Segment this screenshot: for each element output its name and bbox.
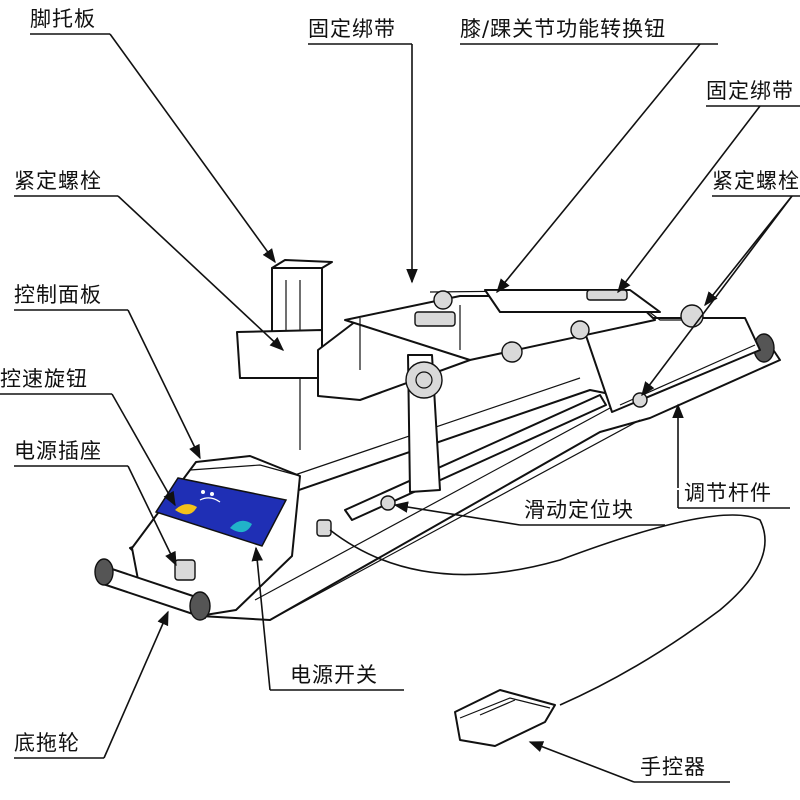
- hand-controller-graphic: [454, 689, 556, 747]
- label-knee-ankle-switch: 膝/踝关节功能转换钮: [460, 17, 667, 41]
- label-locking-bolt-left: 紧定螺栓: [14, 169, 102, 193]
- label-adjust-rod: 调节杆件: [684, 481, 772, 505]
- label-hand-controller: 手控器: [640, 755, 706, 779]
- leader-lines: [0, 33, 800, 783]
- label-speed-knob: 控速旋钮: [0, 367, 88, 391]
- label-slide-block: 滑动定位块: [524, 498, 634, 522]
- power-socket-graphic: [174, 559, 196, 581]
- label-power-socket: 电源插座: [14, 439, 102, 463]
- control-panel-graphic: [154, 477, 288, 547]
- label-fixing-strap-top: 固定绑带: [308, 17, 396, 41]
- label-base-wheel: 底拖轮: [14, 731, 80, 755]
- base-wheel-graphic: [94, 558, 211, 621]
- label-footrest-plate: 脚托板: [30, 7, 96, 31]
- label-power-switch: 电源开关: [290, 663, 378, 687]
- label-locking-bolt-right: 紧定螺栓: [712, 169, 800, 193]
- machine-illustration: [94, 259, 781, 747]
- label-fixing-strap-right: 固定绑带: [706, 79, 794, 103]
- label-control-panel: 控制面板: [14, 283, 102, 307]
